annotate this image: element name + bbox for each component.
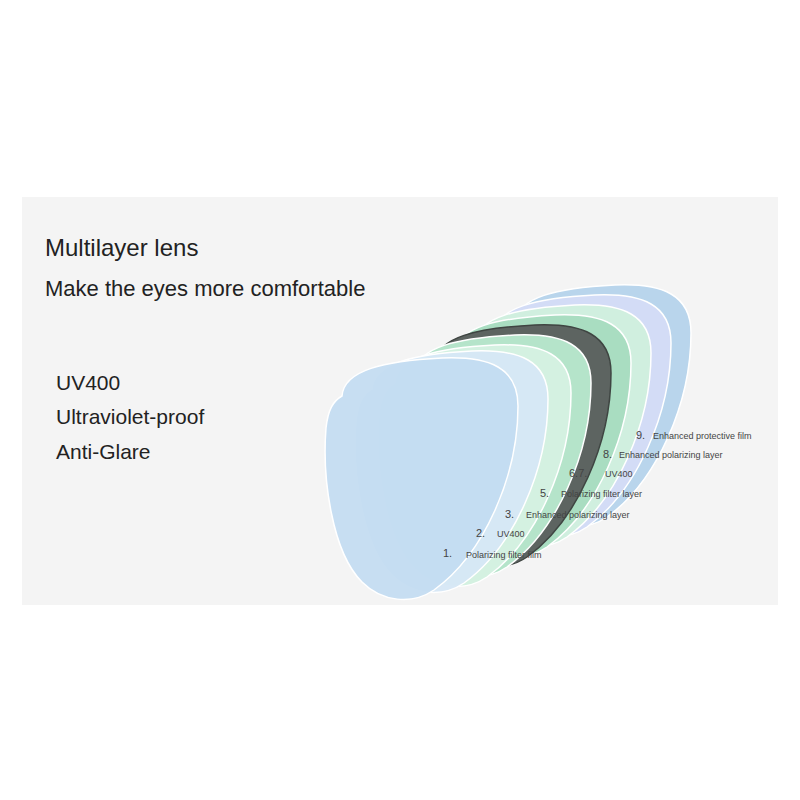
callout-text: Enhanced polarizing layer <box>619 450 723 460</box>
lens-layer <box>325 358 518 600</box>
callout-number: 8. <box>603 448 612 460</box>
feature-text: Ultraviolet-proof <box>56 405 204 429</box>
callout-text: Polarizing filter layer <box>561 489 642 499</box>
callout-number: 9. <box>636 429 645 441</box>
subtitle: Make the eyes more comfortable <box>45 276 365 302</box>
callout-number: 5. <box>540 487 549 499</box>
background-panel <box>22 197 778 605</box>
lens-layers <box>325 285 691 600</box>
callout-number: 6.7. <box>569 467 587 479</box>
callout-text: Polarizing filter film <box>466 550 542 560</box>
callout-text: Enhanced protective film <box>653 431 752 441</box>
callout-number: 1. <box>443 547 452 559</box>
callout-text: UV400 <box>497 529 525 539</box>
feature-text: UV400 <box>56 371 120 395</box>
callout-text: Enhanced polarizing layer <box>526 510 630 520</box>
feature-text: Anti-Glare <box>56 440 151 464</box>
callout-text: UV400 <box>605 469 633 479</box>
callout-number: 2. <box>476 527 485 539</box>
title: Multilayer lens <box>45 234 198 262</box>
callout-number: 3. <box>505 508 514 520</box>
